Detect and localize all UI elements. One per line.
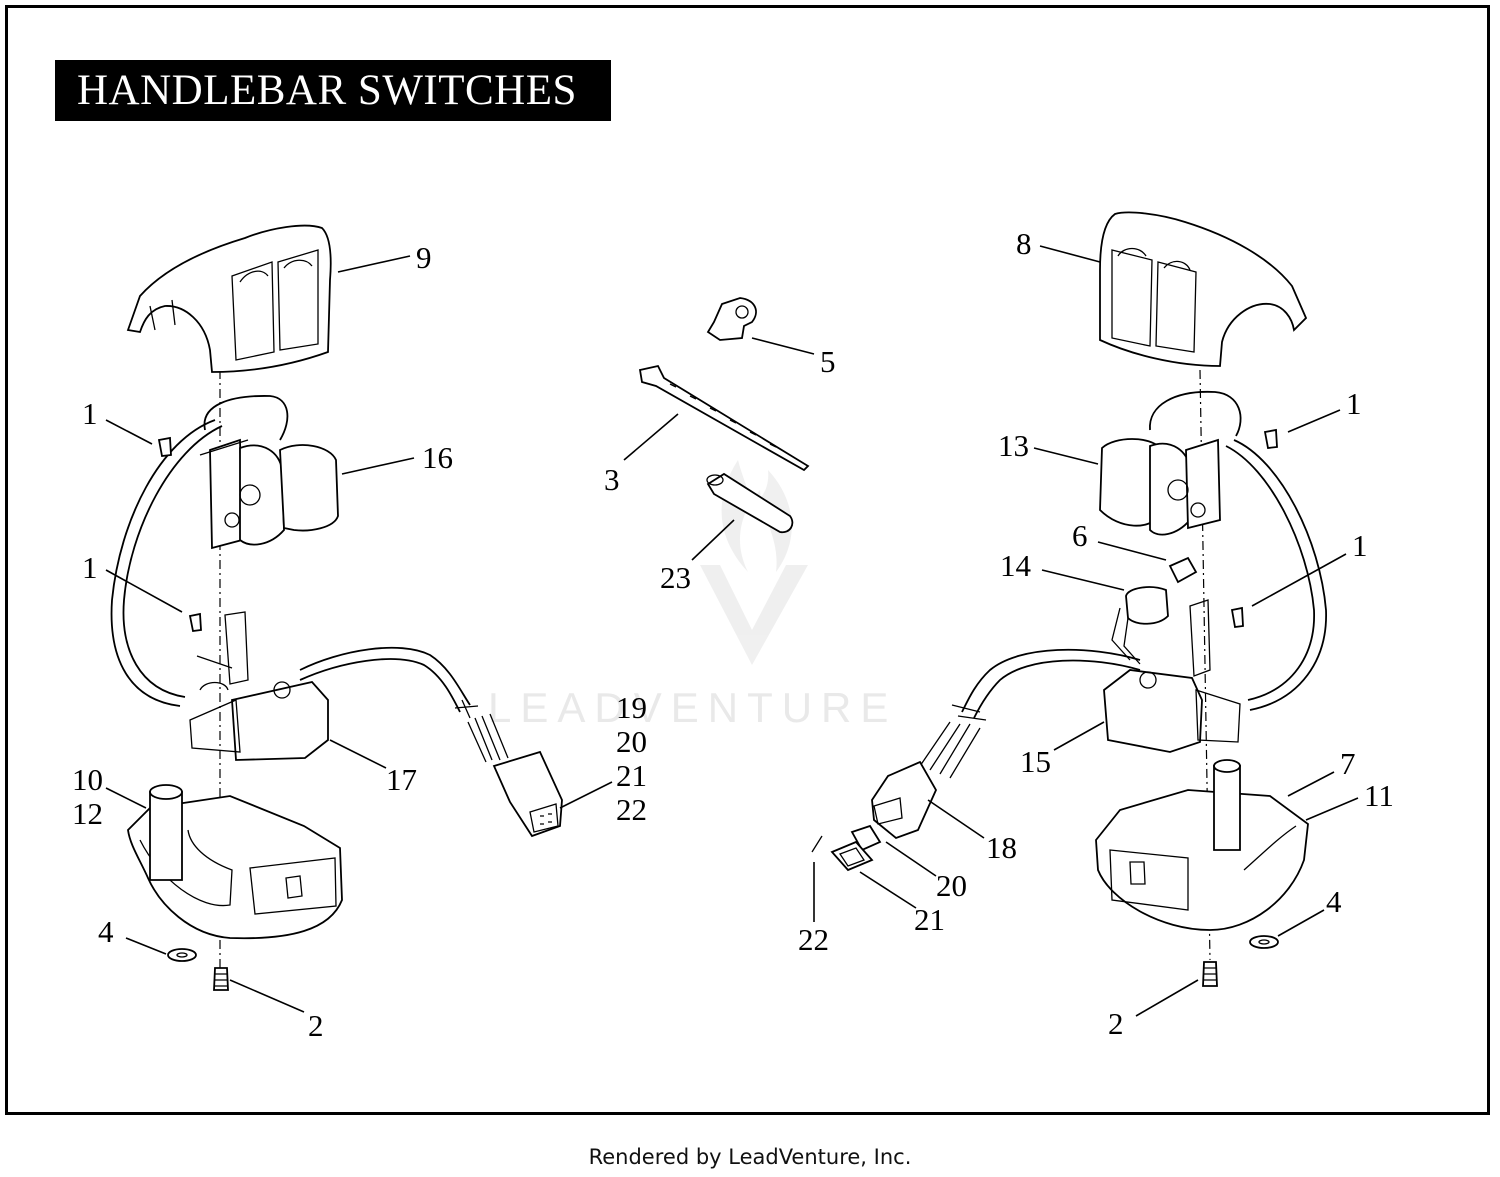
part-2-screw-left (213, 967, 229, 991)
part-21-gasket-right (830, 840, 874, 872)
callout-11: 11 (1364, 778, 1394, 813)
callout-1-left-top: 1 (82, 396, 98, 431)
part-13-switch-right (1099, 391, 1242, 536)
callout-10: 10 (72, 762, 103, 797)
part-1-screw-left-top (157, 436, 172, 457)
connector-19-22-left (492, 750, 563, 838)
callout-4-right: 4 (1326, 884, 1342, 919)
part-2-screw-right (1202, 961, 1218, 987)
callout-5: 5 (820, 344, 836, 379)
callout-2-left: 2 (308, 1008, 324, 1043)
callout-7: 7 (1340, 746, 1356, 781)
part-14-sensor (1111, 586, 1169, 665)
part-23-sleeve (706, 472, 794, 534)
callout-12: 12 (72, 796, 103, 831)
part-3-cable-tie (638, 364, 810, 472)
callout-18: 18 (986, 830, 1017, 865)
callout-16: 16 (422, 440, 453, 475)
part-16-switch-left (199, 395, 339, 550)
callout-19: 19 (616, 690, 647, 725)
part-4-washer-left (167, 948, 197, 962)
leader-lines (105, 245, 1359, 1017)
callout-23: 23 (660, 560, 691, 595)
harness-right (919, 439, 1327, 779)
callout-1-right-middle: 1 (1352, 528, 1368, 563)
part-4-washer-right (1249, 935, 1279, 949)
callout-21-right: 21 (914, 902, 945, 937)
part-9-upper-housing-left (126, 224, 332, 373)
callout-14: 14 (1000, 548, 1032, 583)
callout-labels: 9 8 5 3 23 1 1 16 13 6 14 1 1 17 15 19 2… (72, 226, 1394, 1043)
part-22-pin-right (811, 835, 823, 853)
callout-8: 8 (1016, 226, 1032, 261)
callout-4-left: 4 (98, 914, 114, 949)
watermark-text: LEADVENTURE (488, 684, 897, 731)
title-banner: HANDLEBAR SWITCHES (55, 60, 611, 121)
harness-left (110, 419, 509, 763)
callout-3: 3 (604, 462, 620, 497)
callout-1-right-top: 1 (1346, 386, 1362, 421)
callout-13: 13 (998, 428, 1029, 463)
callout-21-left: 21 (616, 758, 647, 793)
callout-1-left-middle: 1 (82, 550, 98, 585)
part-6-label (1168, 556, 1198, 584)
page-title: HANDLEBAR SWITCHES (77, 67, 577, 114)
callout-20-left: 20 (616, 724, 647, 759)
part-8-upper-housing-right (1099, 211, 1308, 367)
part-5-clip (706, 297, 757, 341)
part-15-control-block-right (1103, 669, 1241, 753)
part-7-11-lower-housing-right (1095, 759, 1309, 931)
callout-15: 15 (1020, 744, 1051, 779)
callout-6: 6 (1072, 518, 1088, 553)
part-1-screw-left-middle (188, 611, 249, 685)
part-10-12-lower-housing-left (127, 784, 343, 940)
part-18-connector-right (871, 760, 938, 840)
callout-17: 17 (386, 762, 417, 797)
callout-22-left: 22 (616, 792, 647, 827)
callout-9: 9 (416, 240, 432, 275)
callout-22-right: 22 (798, 922, 829, 957)
part-17-control-block-left (189, 681, 329, 761)
callout-2-right: 2 (1108, 1006, 1124, 1041)
footer-credit: Rendered by LeadVenture, Inc. (588, 1145, 912, 1169)
part-1-screw-right-middle (1189, 599, 1244, 677)
part-1-screw-right-top (1263, 428, 1278, 449)
callout-20-right: 20 (936, 868, 967, 903)
